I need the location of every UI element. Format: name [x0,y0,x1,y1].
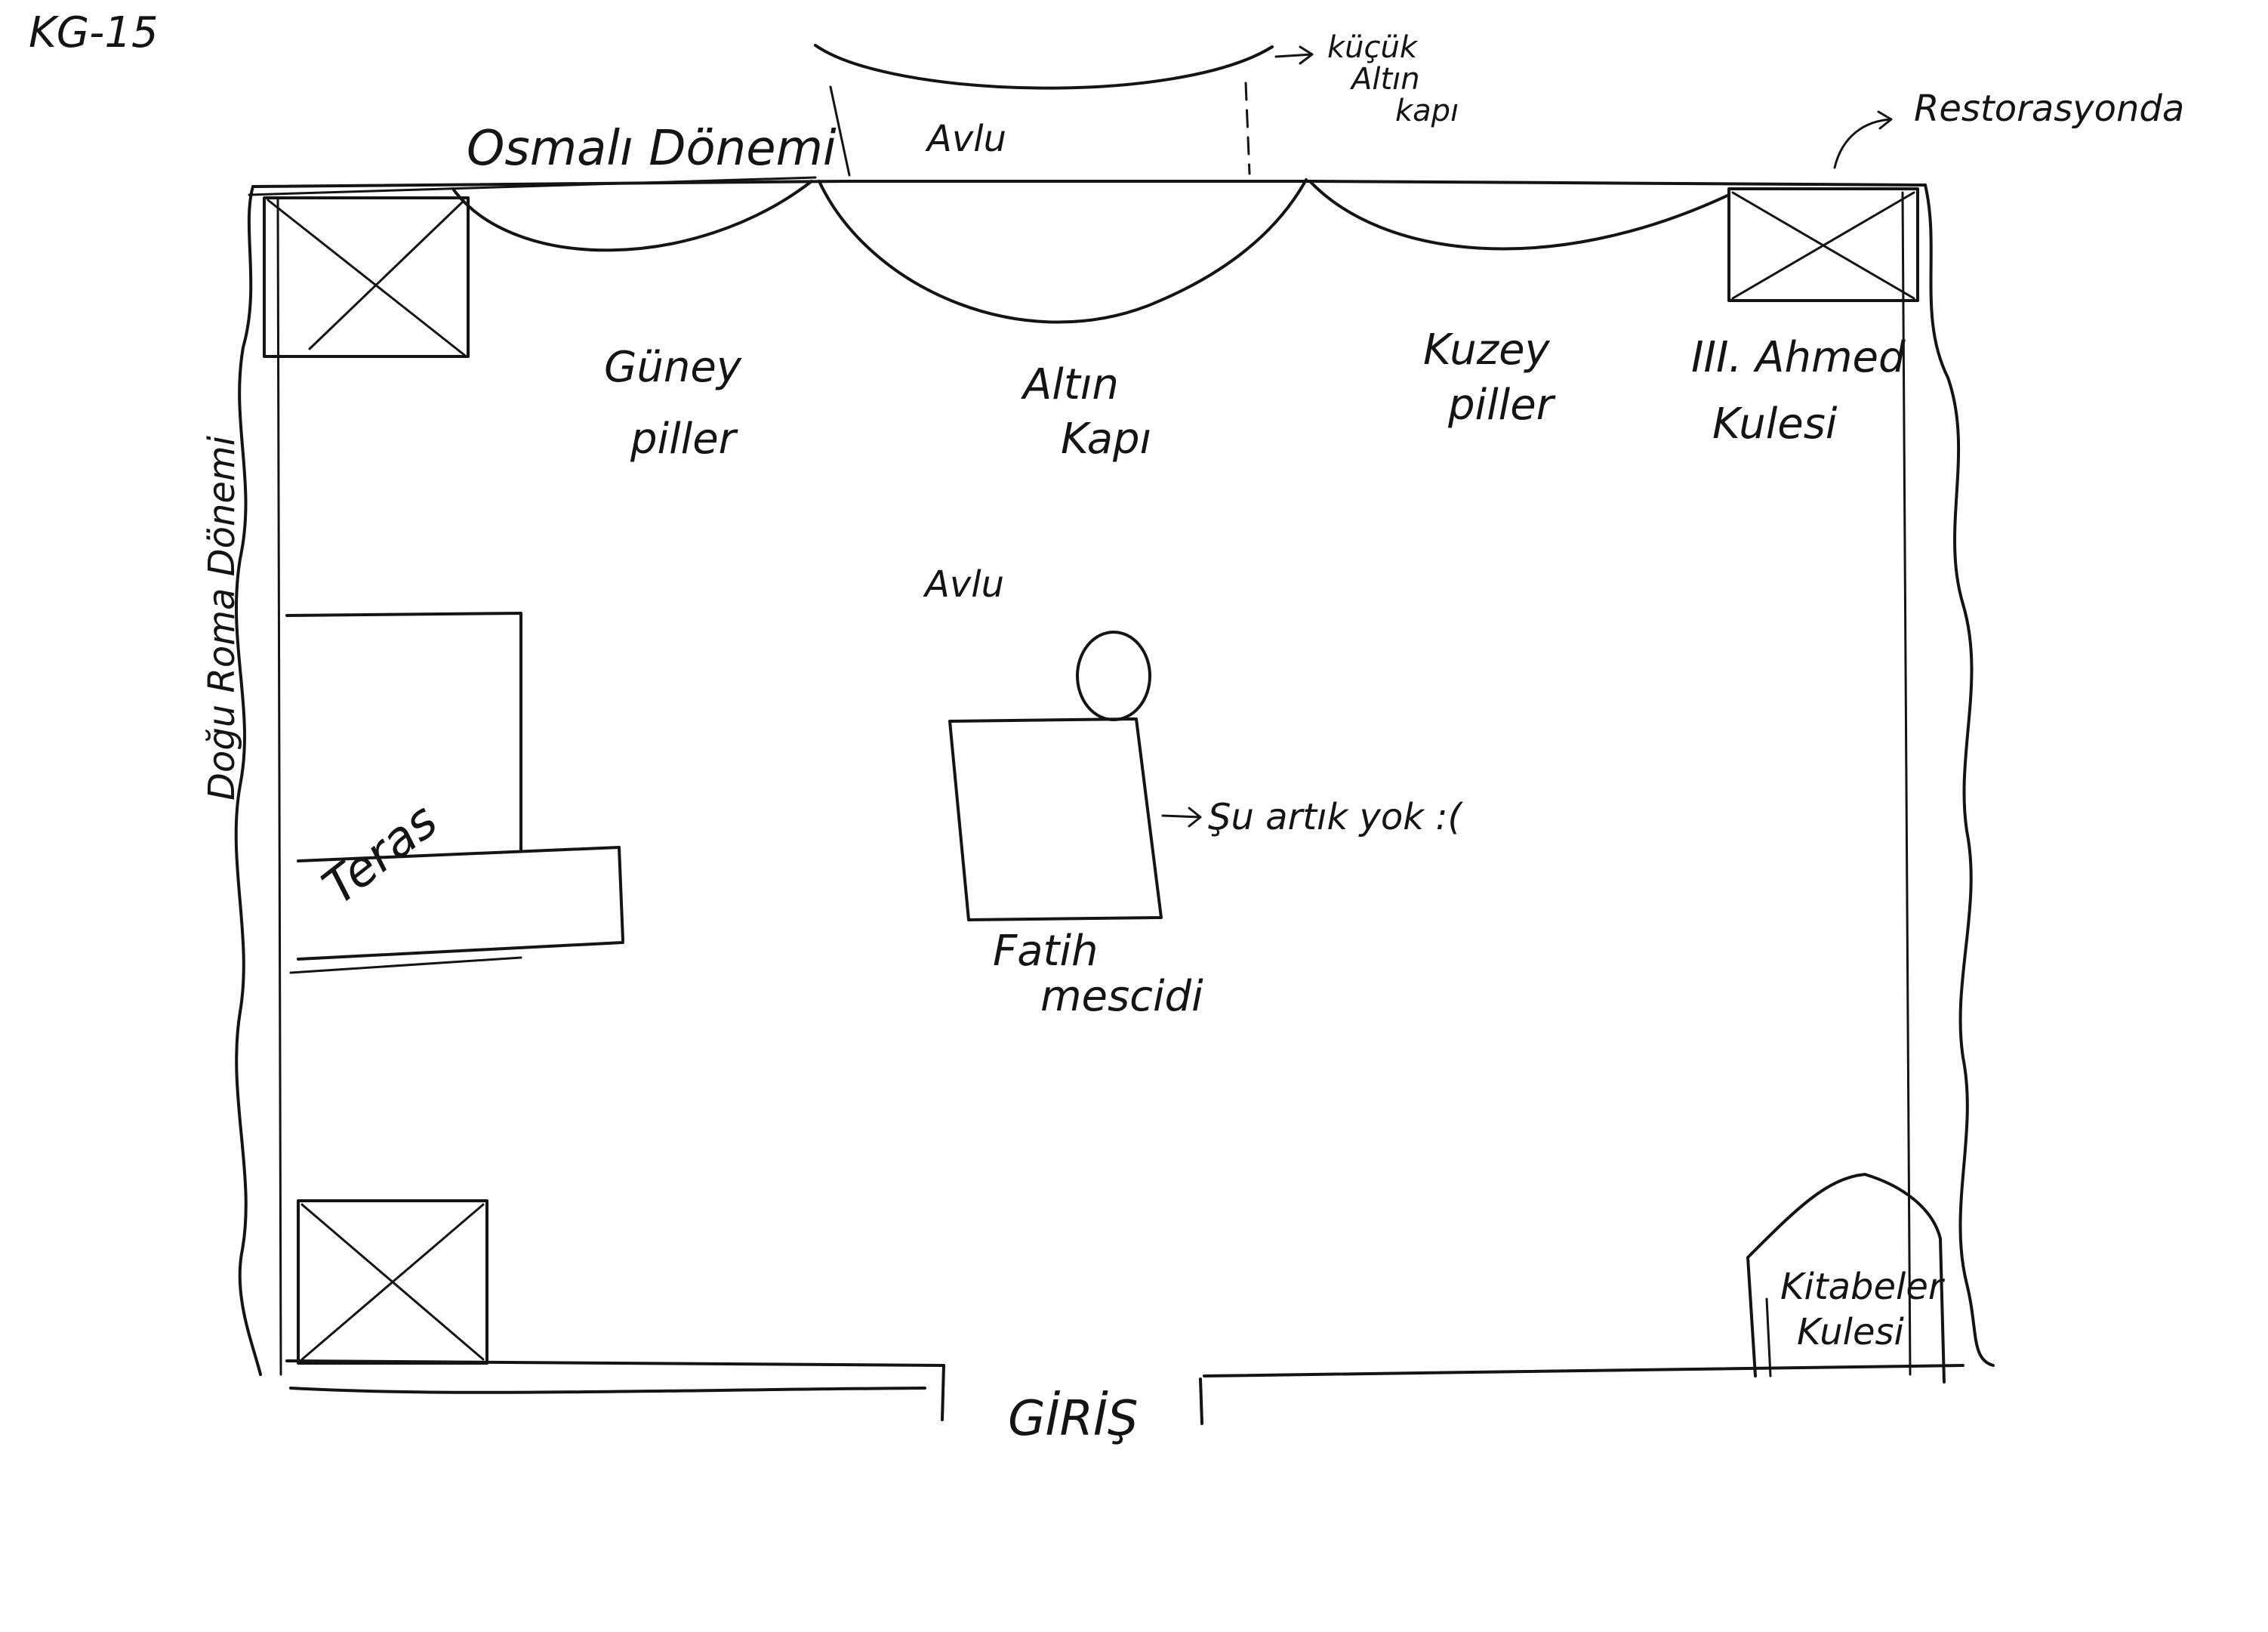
label-altin-small: Altın [1349,62,1420,97]
altin-kapi-gate [451,44,1730,324]
label-mescidi: mescidi [1040,972,1203,1021]
label-kitabeler: Kitabeler [1780,1266,1946,1308]
arrow-restorasyonda [1833,110,1893,169]
label-fatih: Fatih [993,927,1099,976]
label-ahmed: III. Ahmed [1691,333,1906,382]
terrace [285,612,624,974]
label-osmanli-donemi: Osmalı Dönemi [467,121,837,177]
label-guney-piller: piller [630,415,738,464]
tower-bottom-left [297,1199,488,1365]
tower-ahmed [1727,187,1919,302]
label-kapi-small: kapı [1395,94,1459,128]
enclosure-walls [234,176,1995,1425]
fatih-mescidi [948,631,1202,921]
sheet-code: KG-15 [29,8,159,57]
label-kucuk: küçük [1327,30,1419,65]
label-avlu-top: Avlu [925,118,1006,160]
label-avlu-center: Avlu [923,563,1004,606]
label-kapi: Kapı [1061,415,1151,464]
label-kuzey: Kuzey [1423,325,1551,375]
label-giris: GİRİŞ [1008,1390,1138,1447]
arrow-kucuk-altin-kapi [1274,45,1314,65]
label-kitabeler-kulesi: Kulesi [1797,1311,1904,1353]
label-ahmed-kulesi: Kulesi [1712,400,1838,449]
label-dogu-roma-donemi: Doğu Roma Dönemi [201,435,243,801]
label-guney: Güney [604,343,742,392]
label-su-artik-yok: Şu artık yok :( [1208,796,1464,838]
tower-kitabeler [1746,1173,1946,1384]
tower-top-left [263,196,470,358]
label-altin: Altın [1021,360,1119,409]
label-restorasyonda: Restorasyonda [1914,88,2184,130]
label-kuzey-piller: piller [1447,381,1556,430]
